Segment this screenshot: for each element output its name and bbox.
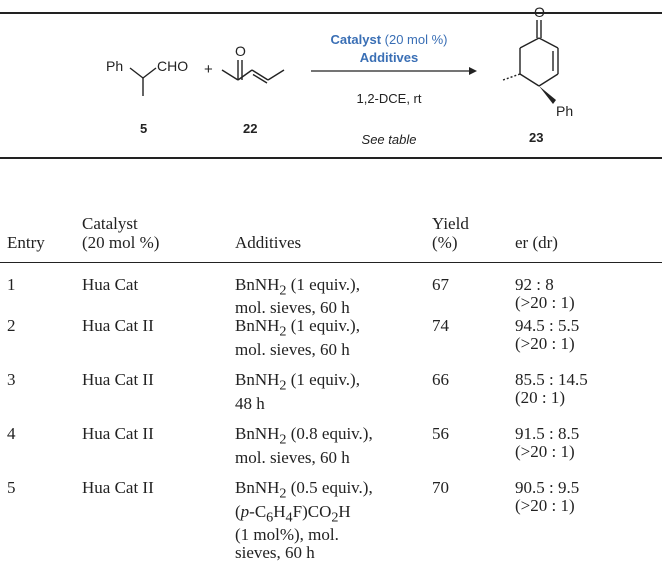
yield-cell: 70 xyxy=(432,478,449,498)
entry-cell: 2 xyxy=(7,316,16,336)
table-row: 1 Hua Cat BnNH2 (1 equiv.),mol. sieves, … xyxy=(0,262,662,317)
reactant-5-cho: CHO xyxy=(157,58,188,74)
condition-note: See table xyxy=(362,132,417,147)
header-additives: Additives xyxy=(235,233,302,252)
additives-cell: BnNH2 (0.8 equiv.),mol. sieves, 60 h xyxy=(235,424,373,467)
catalyst-cell: Hua Cat II xyxy=(82,316,154,336)
plus-sign: + xyxy=(204,61,213,78)
product-23-structure xyxy=(502,20,559,104)
catalyst-cell: Hua Cat xyxy=(82,275,139,294)
entry-cell: 1 xyxy=(7,275,16,294)
yield-cell: 66 xyxy=(432,370,449,390)
product-23-o: O xyxy=(534,4,545,20)
table-row: 2 Hua Cat II BnNH2 (1 equiv.),mol. sieve… xyxy=(0,317,662,371)
additives-cell: BnNH2 (1 equiv.),mol. sieves, 60 h xyxy=(235,275,360,318)
catalyst-cell: Hua Cat II xyxy=(82,424,154,444)
top-rule xyxy=(0,12,662,14)
product-23-label: 23 xyxy=(529,130,543,145)
scheme-divider xyxy=(0,157,662,159)
reaction-arrow xyxy=(311,67,477,75)
table-row: 4 Hua Cat II BnNH2 (0.8 equiv.),mol. sie… xyxy=(0,425,662,479)
header-catalyst: Catalyst (20 mol %) xyxy=(82,214,160,252)
header-row: Entry Catalyst (20 mol %) Additives Yiel… xyxy=(0,186,662,262)
additives-cell: BnNH2 (1 equiv.),48 h xyxy=(235,370,360,413)
er-dr-cell: 90.5 : 9.5(>20 : 1) xyxy=(515,478,580,516)
additives-cell: BnNH2 (1 equiv.),mol. sieves, 60 h xyxy=(235,316,360,359)
reactant-22-label: 22 xyxy=(243,121,257,136)
reactant-5-structure xyxy=(129,67,157,96)
yield-cell: 74 xyxy=(432,316,449,336)
er-dr-cell: 92 : 8(>20 : 1) xyxy=(515,275,575,312)
catalyst-cell: Hua Cat II xyxy=(82,370,154,390)
reactant-22-o: O xyxy=(235,43,246,59)
table-row: 5 Hua Cat II BnNH2 (0.5 equiv.),(p-C6H4F… xyxy=(0,479,662,569)
entry-cell: 4 xyxy=(7,424,16,444)
table-row: 3 Hua Cat II BnNH2 (1 equiv.),48 h 66 85… xyxy=(0,371,662,425)
product-23-ph: Ph xyxy=(556,103,573,119)
reaction-scheme: Ph CHO 5 + O 22 Catalyst (20 mol %) Addi… xyxy=(106,4,573,147)
catalyst-cell: Hua Cat II xyxy=(82,478,154,498)
entry-cell: 3 xyxy=(7,370,16,390)
condition-catalyst: Catalyst (20 mol %) xyxy=(330,32,447,47)
reactant-5-ph: Ph xyxy=(106,58,123,74)
header-er-dr: er (dr) xyxy=(515,233,558,252)
header-entry: Entry xyxy=(7,233,45,252)
header-yield: Yield (%) xyxy=(432,214,469,252)
condition-solvent: 1,2-DCE, rt xyxy=(356,91,421,106)
reactant-22-structure xyxy=(221,60,285,84)
additives-cell: BnNH2 (0.5 equiv.),(p-C6H4F)CO2H(1 mol%)… xyxy=(235,478,373,563)
header-rule xyxy=(0,262,662,263)
yield-cell: 67 xyxy=(432,275,449,294)
er-dr-cell: 85.5 : 14.5(20 : 1) xyxy=(515,370,588,408)
entry-cell: 5 xyxy=(7,478,16,498)
yield-cell: 56 xyxy=(432,424,449,444)
er-dr-cell: 91.5 : 8.5(>20 : 1) xyxy=(515,424,580,462)
results-table: Entry Catalyst (20 mol %) Additives Yiel… xyxy=(0,186,662,569)
reactant-5-label: 5 xyxy=(140,121,147,136)
er-dr-cell: 94.5 : 5.5(>20 : 1) xyxy=(515,316,580,354)
condition-additives: Additives xyxy=(360,50,419,65)
